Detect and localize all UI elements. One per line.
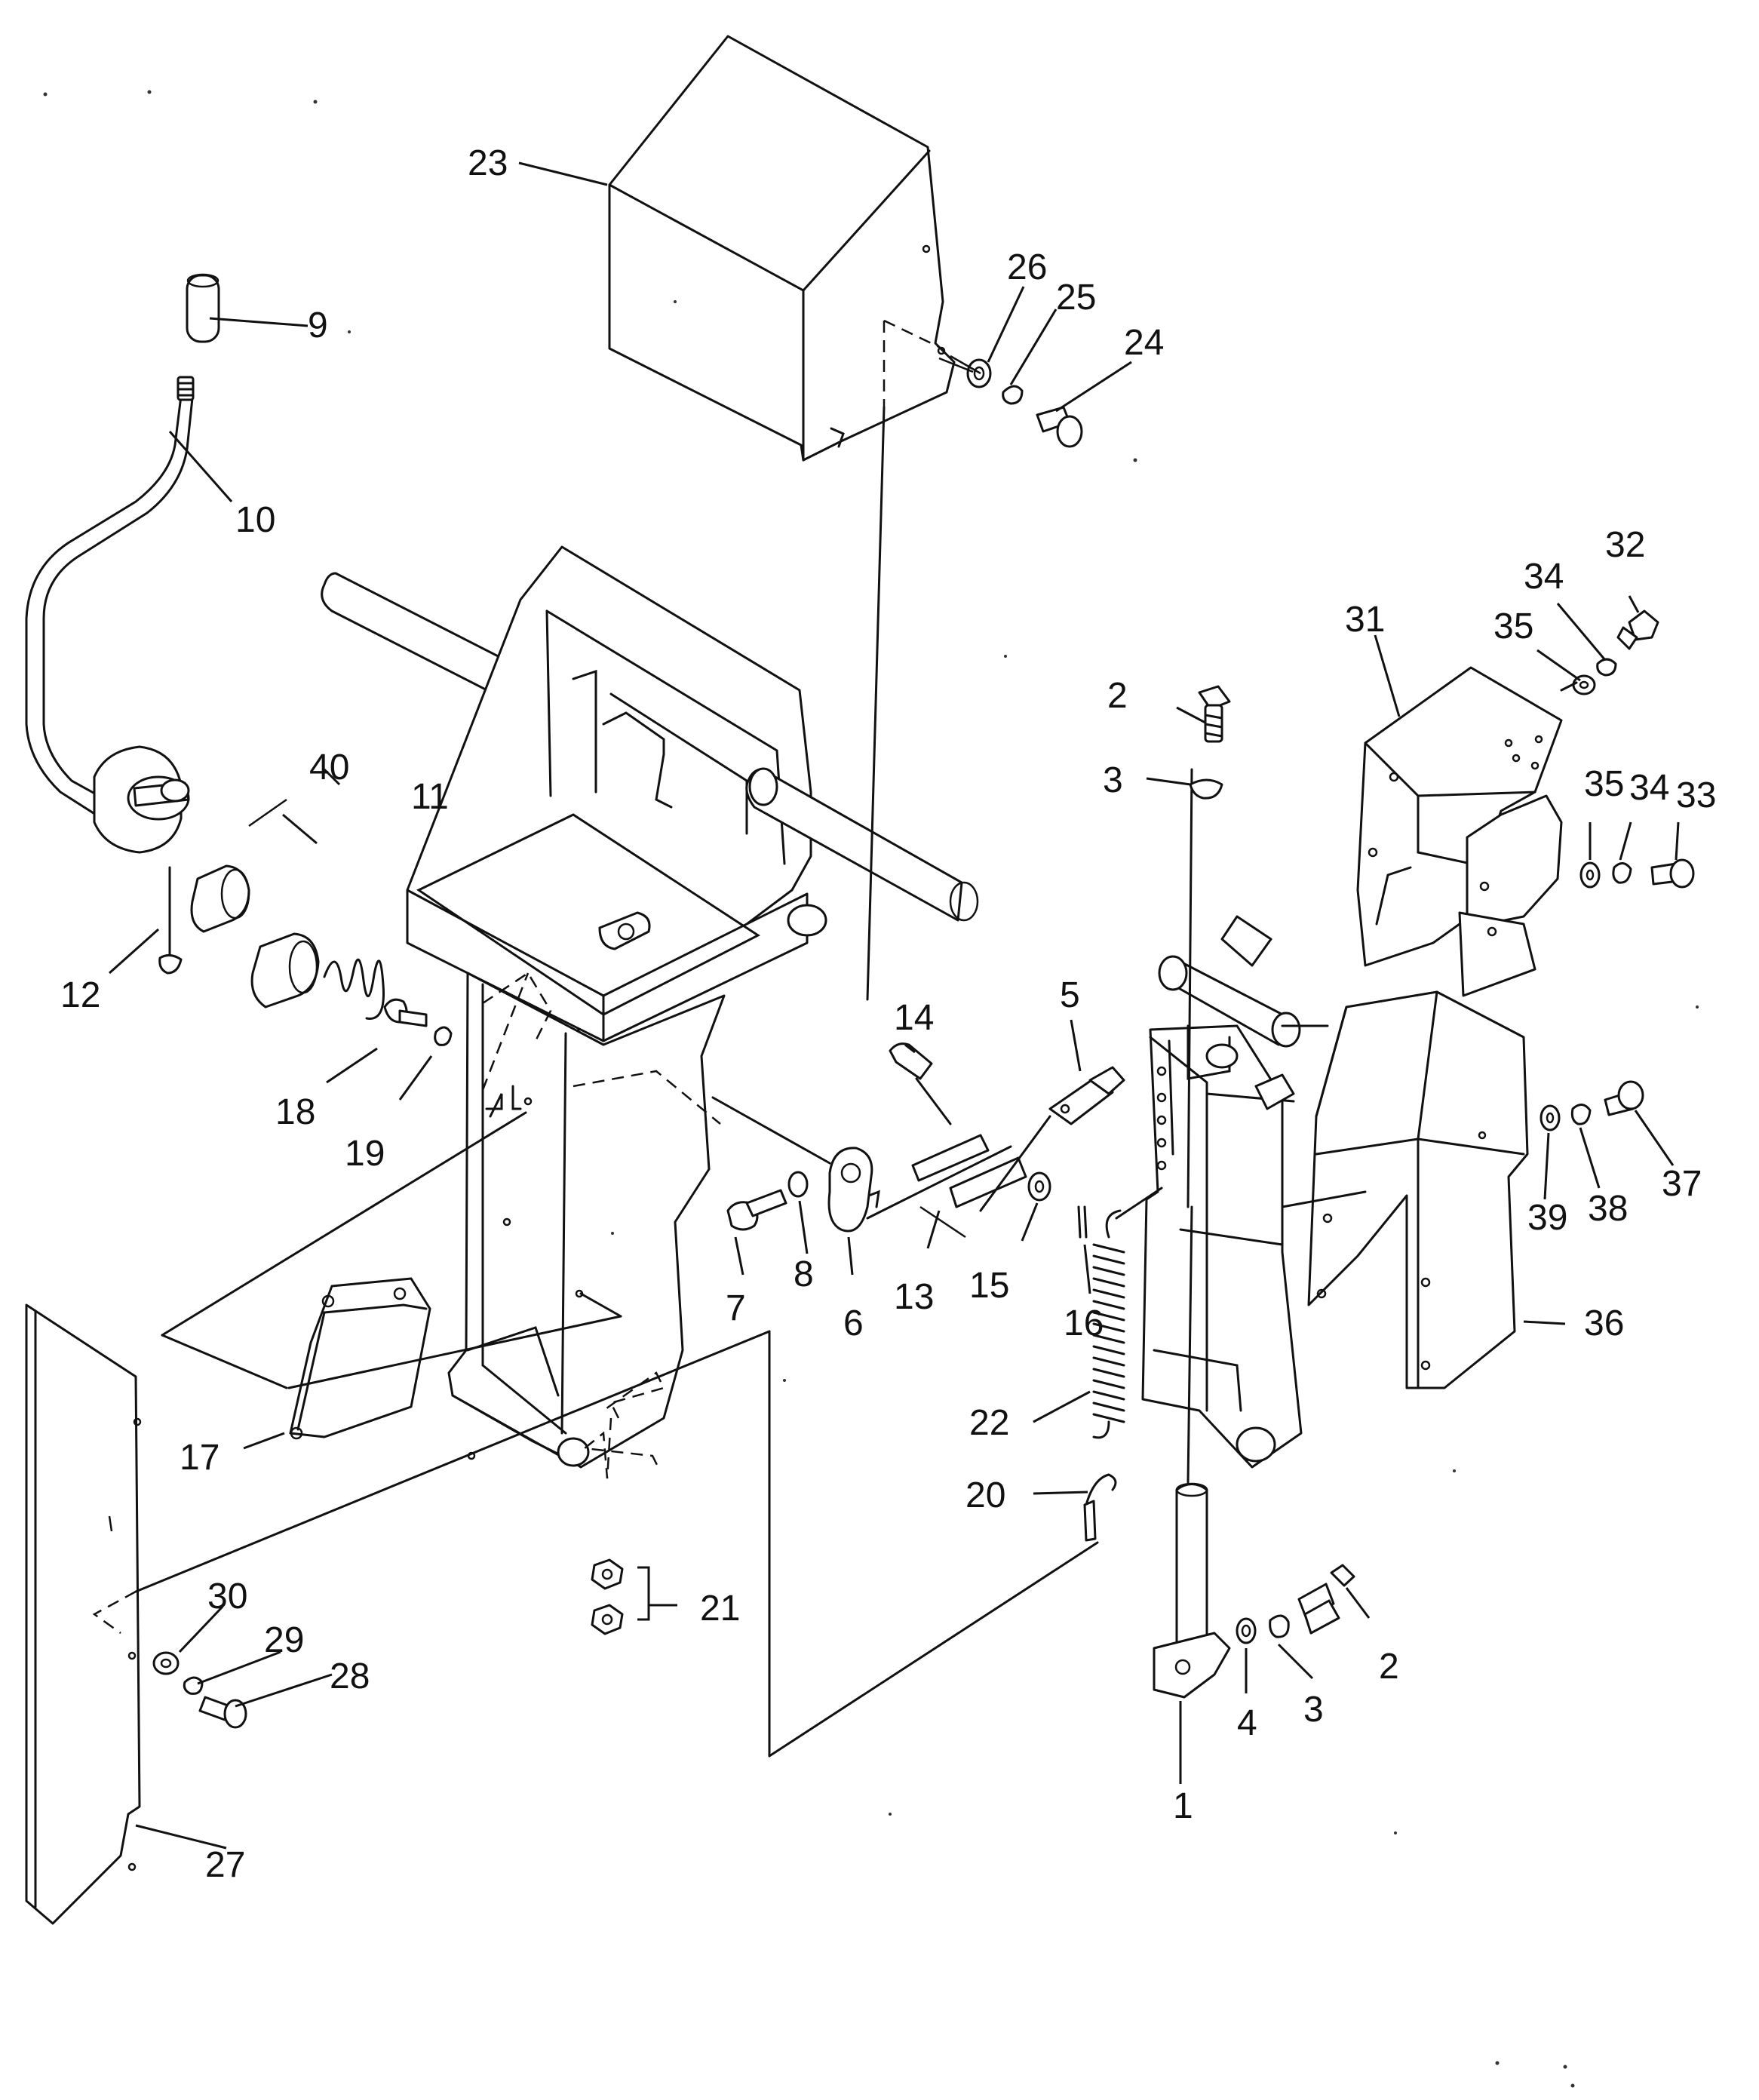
spring-washer-part-34b [1612,862,1632,884]
callout-24: 24 [1124,323,1164,363]
callout-14: 14 [894,998,934,1038]
bolt-part-37 [1604,1080,1644,1116]
callout-23: 23 [468,143,508,183]
callout-7: 7 [726,1288,746,1328]
link-plate-part-13b [949,1156,1027,1208]
nut-part-21a [591,1558,624,1590]
knob-part-9 [186,273,220,343]
spring-washer-part-29 [183,1676,204,1695]
small-cover-part-17 [289,1277,431,1440]
callout-12: 12 [60,975,100,1015]
callout-36: 36 [1584,1303,1624,1343]
front-cover-part-31 [1356,666,1563,997]
washer-part-39 [1540,1104,1561,1131]
callout-5: 5 [1060,975,1080,1015]
callout-19: 19 [345,1134,385,1174]
callout-2-lower: 2 [1379,1647,1399,1687]
washer-part-4 [1236,1617,1257,1644]
control-rod-part-1 [1153,768,1231,1699]
bolt-part-32 [1616,609,1659,650]
callout-8: 8 [794,1254,814,1294]
callout-22: 22 [969,1403,1009,1443]
callout-16: 16 [1064,1303,1104,1343]
bracket-40 [248,798,287,827]
callout-13: 13 [894,1277,934,1317]
nut-part-21b [591,1604,624,1635]
callout-25: 25 [1056,278,1096,318]
callout-15: 15 [969,1266,1009,1306]
callout-30: 30 [207,1577,247,1616]
callout-17: 17 [180,1438,219,1478]
bracket-13 [919,1205,966,1239]
handle-bar [1158,955,1301,1048]
washer-part-15 [1027,1171,1051,1202]
bolt-part-33 [1650,858,1695,889]
callout-3-lower: 3 [1303,1690,1324,1730]
bolt-part-2-lower [1297,1564,1355,1635]
callout-35-lower: 35 [1584,764,1624,804]
pin-part-14 [889,1042,933,1080]
callout-26: 26 [1007,247,1047,287]
callout-3-upper: 3 [1103,760,1123,800]
callout-21: 21 [700,1589,740,1629]
rod-end-part-5 [1048,1066,1125,1125]
callout-34-lower: 34 [1629,768,1669,808]
assembly-lines [92,319,1578,1758]
washer-part-8 [787,1171,809,1198]
callout-numbers: 23 9 10 26 25 24 40 11 12 18 19 14 5 7 8… [60,143,1716,1885]
callout-4: 4 [1237,1703,1257,1743]
callout-9: 9 [308,305,328,345]
callout-28: 28 [330,1656,370,1696]
bushing-part-40b [250,932,320,1009]
scan-specks [43,90,1699,2088]
callout-6: 6 [843,1303,864,1343]
bushing-part-40a [190,864,250,933]
callout-33: 33 [1676,775,1716,815]
callout-27: 27 [205,1845,245,1885]
callout-10: 10 [235,500,275,540]
snap-ring-part-3-upper [1189,778,1223,800]
lever-boss [93,745,190,854]
bolt-part-24 [1036,406,1083,448]
washer-part-30 [152,1651,180,1675]
spring-washer-part-38 [1570,1104,1592,1125]
callout-29: 29 [264,1620,304,1660]
callout-31: 31 [1345,600,1385,640]
console-housing [321,545,979,1479]
callout-34-upper: 34 [1524,557,1564,597]
callout-32: 32 [1605,525,1645,565]
callout-11: 11 [411,777,449,817]
cotter-pin-part-16 [1077,1205,1088,1239]
spring-washer-part-34a [1596,658,1617,677]
spring-part-11 [323,958,385,1020]
callout-39: 39 [1527,1198,1567,1238]
bolt-part-7 [726,1189,787,1231]
callout-37: 37 [1662,1164,1702,1204]
pin-part-12 [158,866,183,975]
bolt-part-18 [383,998,428,1027]
spring-washer-part-19 [434,1026,453,1046]
side-panel-part-27 [25,1303,142,1925]
callout-40: 40 [309,748,349,788]
callout-18: 18 [275,1092,315,1132]
lever-rod-part-10 [25,376,195,820]
hook-part-20 [1083,1473,1117,1542]
washer-part-35b [1579,861,1601,889]
bolt-part-2-upper [1198,685,1231,743]
top-cover-part-23 [608,35,956,462]
leader-lines [109,161,1680,1850]
bolt-part-28 [198,1696,247,1729]
link-plate-part-13a [911,1134,990,1182]
spring-washer-part-25 [1002,385,1024,405]
callout-20: 20 [965,1475,1005,1515]
callout-1: 1 [1173,1786,1193,1826]
callout-35-upper: 35 [1493,606,1533,646]
callout-2-upper: 2 [1107,676,1128,716]
spring-part-22 [1092,1209,1125,1439]
snap-ring-part-3-lower [1269,1614,1290,1638]
callout-38: 38 [1588,1189,1628,1229]
rear-cover-part-36 [1307,990,1529,1389]
lever-part-6 [827,1147,880,1233]
